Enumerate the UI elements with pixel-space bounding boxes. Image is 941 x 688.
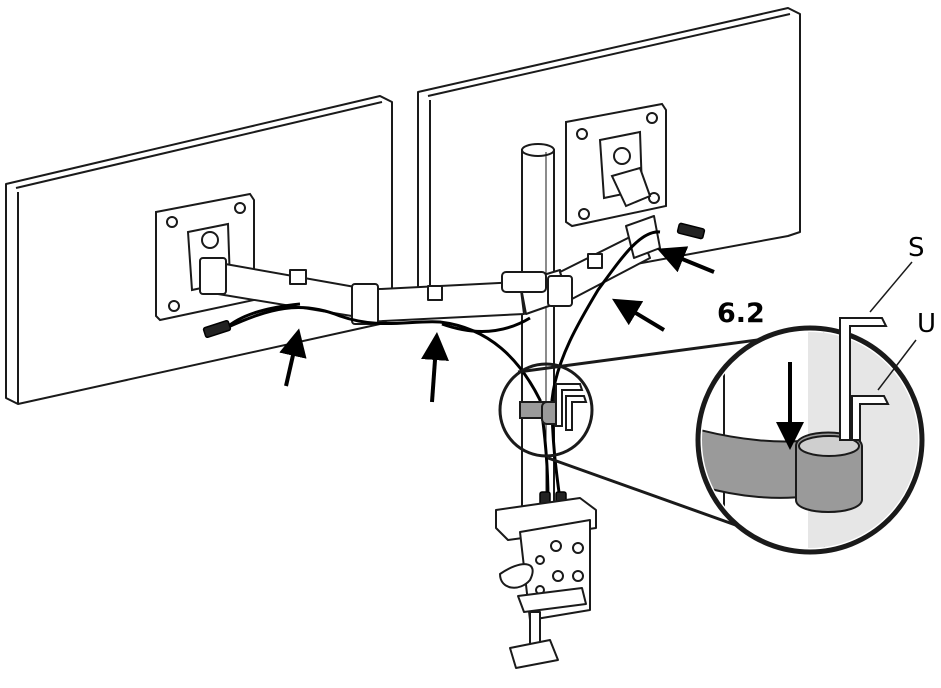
callout-u-label: U (917, 309, 937, 339)
articulating-arms (199, 215, 661, 325)
arrow-mid-cable (421, 332, 449, 403)
arrow-right-lower (611, 298, 666, 332)
detail-source-circle (498, 362, 594, 458)
arrow-left-cable (279, 328, 307, 387)
vertical-pole (521, 143, 555, 521)
small-hex-keys (555, 383, 588, 431)
desk-clamp (495, 497, 597, 669)
label-leaders (869, 261, 917, 391)
allen-key-u (851, 395, 890, 441)
callout-s-label: S (908, 233, 925, 263)
cables (225, 230, 661, 501)
right-vesa-plate (565, 102, 667, 228)
arrow-right-upper (657, 246, 715, 274)
zoom-detail (695, 325, 925, 555)
step-number: 6.2 (717, 298, 765, 329)
allen-key-s (839, 317, 888, 441)
direction-arrows (279, 246, 715, 403)
